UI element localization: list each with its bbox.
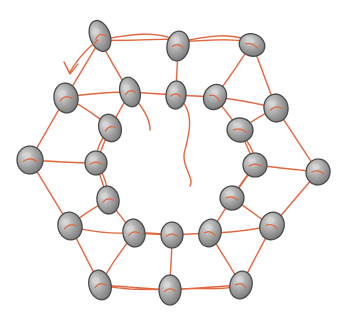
bead xyxy=(227,269,255,302)
bead xyxy=(85,151,107,175)
bead xyxy=(262,92,290,124)
bead xyxy=(52,81,81,115)
bead xyxy=(225,116,255,144)
arrow-icon xyxy=(64,40,98,74)
thread-paths xyxy=(30,34,318,290)
bead xyxy=(243,153,267,177)
bead-group xyxy=(17,18,332,305)
bead xyxy=(256,209,288,244)
thread-path xyxy=(30,39,318,290)
bead xyxy=(85,18,115,55)
bead xyxy=(159,275,181,305)
bead xyxy=(304,157,332,187)
bead xyxy=(85,268,114,303)
bead xyxy=(165,29,192,62)
bead xyxy=(17,146,43,174)
bead xyxy=(165,80,187,110)
bead xyxy=(196,217,224,250)
bead xyxy=(161,222,183,248)
bead xyxy=(218,184,246,212)
bead xyxy=(55,209,85,242)
bead xyxy=(95,111,125,145)
bead xyxy=(236,30,268,60)
bead xyxy=(199,80,231,114)
thread-path xyxy=(96,92,255,235)
